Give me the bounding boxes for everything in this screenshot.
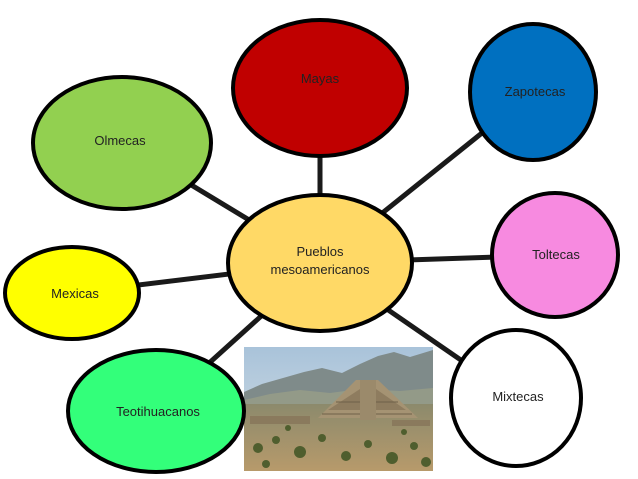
node-toltecas-shape	[490, 191, 620, 319]
nodes-layer: MayasZapotecasOlmecasToltecasMexicasMixt…	[3, 18, 620, 474]
center-node-label: Pueblos mesoamericanos	[271, 244, 370, 277]
node-mixtecas-shape	[449, 328, 583, 468]
node-olmecas-label: Olmecas	[94, 133, 146, 148]
node-mexicas-shape	[3, 245, 141, 341]
node-teotihuacanos[interactable]: Teotihuacanos	[66, 348, 246, 474]
node-mixtecas-label: Mixtecas	[492, 389, 544, 404]
node-toltecas-label: Toltecas	[532, 247, 580, 262]
node-zapotecas-label: Zapotecas	[505, 84, 566, 99]
node-mayas[interactable]: Mayas	[231, 18, 409, 158]
node-mexicas-label: Mexicas	[51, 286, 99, 301]
center-node[interactable]: Pueblos mesoamericanos	[226, 193, 414, 333]
node-olmecas-shape	[31, 75, 213, 211]
teotihuacan-pyramid-photo	[244, 347, 433, 471]
node-toltecas[interactable]: Toltecas	[490, 191, 620, 319]
node-mixtecas[interactable]: Mixtecas	[449, 328, 583, 468]
center-node-label-line: Pueblos	[297, 244, 344, 259]
node-teotihuacanos-label: Teotihuacanos	[116, 404, 200, 419]
center-node-shape	[226, 193, 414, 333]
node-mexicas[interactable]: Mexicas	[3, 245, 141, 341]
node-zapotecas-shape	[468, 22, 598, 162]
node-mayas-shape	[231, 18, 409, 158]
node-mayas-label: Mayas	[301, 71, 340, 86]
node-zapotecas[interactable]: Zapotecas	[468, 22, 598, 162]
center-node-label-line: mesoamericanos	[271, 262, 370, 277]
node-olmecas[interactable]: Olmecas	[31, 75, 213, 211]
node-teotihuacanos-shape	[66, 348, 246, 474]
